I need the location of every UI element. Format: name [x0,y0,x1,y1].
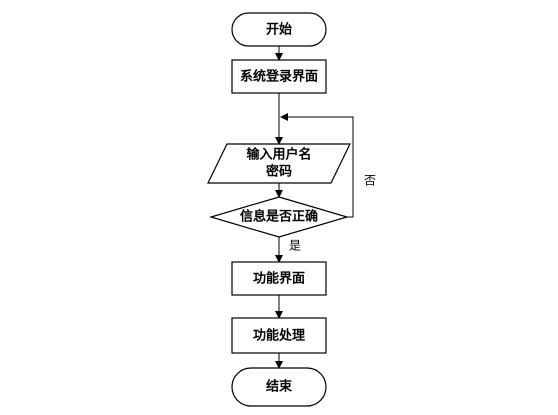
input-credentials-node [207,143,351,184]
function-process-node [231,317,327,354]
function-screen-node [231,261,327,296]
yes-label: 是 [289,239,301,253]
decision-label: 信息是否正确 [240,209,318,225]
input-credentials-label-line1: 输入用户名 [246,147,311,163]
end-node [231,367,327,407]
start-node-label: 开始 [266,22,292,38]
login-screen-label: 系统登录界面 [240,69,318,85]
no-label: 否 [364,174,376,188]
edge-decision-no-loop [280,113,354,218]
function-screen-label: 功能界面 [253,271,305,287]
login-screen-node [231,59,327,94]
function-process-label: 功能处理 [253,328,305,344]
decision-node [208,196,350,238]
end-node-label: 结束 [266,379,293,395]
start-node [231,12,327,47]
input-credentials-label-line2: 密码 [265,164,292,180]
